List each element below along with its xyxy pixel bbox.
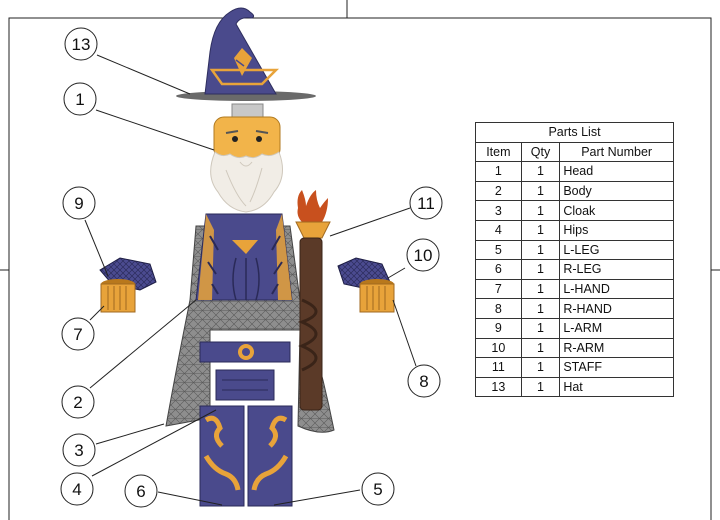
- svg-text:6: 6: [136, 482, 145, 501]
- callout-3: 3: [62, 433, 96, 467]
- column-header-item: Item: [475, 141, 522, 163]
- qty-cell: 1: [520, 298, 561, 319]
- qty-cell: 1: [520, 180, 561, 202]
- part-number-cell: Head: [559, 161, 674, 182]
- item-cell: 6: [475, 259, 522, 280]
- right-hand-part: [359, 279, 395, 313]
- item-cell: 4: [475, 219, 522, 241]
- part-number-cell: L-HAND: [559, 278, 674, 300]
- qty-cell: 1: [520, 337, 561, 359]
- callout-10: 10: [406, 238, 440, 272]
- callout-6: 6: [124, 474, 158, 508]
- item-cell: 2: [475, 180, 522, 202]
- part-number-cell: L-LEG: [559, 239, 674, 261]
- right-leg-part: [247, 405, 293, 507]
- qty-cell: 1: [520, 317, 561, 339]
- callout-7: 7: [61, 317, 95, 351]
- callout-4: 4: [60, 472, 94, 506]
- part-number-cell: Cloak: [559, 200, 674, 221]
- item-cell: 5: [475, 239, 522, 261]
- left-leg-part: [199, 405, 245, 507]
- part-number-cell: R-ARM: [559, 337, 674, 359]
- callout-1: 1: [63, 82, 97, 116]
- item-cell: 8: [475, 298, 522, 319]
- item-cell: 7: [475, 278, 522, 300]
- head-part: [210, 103, 284, 213]
- svg-text:4: 4: [72, 480, 81, 499]
- qty-cell: 1: [520, 219, 561, 241]
- part-number-cell: Body: [559, 180, 674, 202]
- hat-part: [176, 7, 316, 101]
- body-part: [195, 213, 293, 301]
- part-number-cell: STAFF: [559, 357, 674, 378]
- item-cell: 13: [475, 376, 522, 398]
- qty-cell: 1: [520, 200, 561, 221]
- callout-5: 5: [361, 472, 395, 506]
- callout-9: 9: [62, 186, 96, 220]
- parts-list-header-row: Item Qty Part Number: [475, 141, 674, 163]
- callout-11: 11: [409, 186, 443, 220]
- part-number-cell: Hips: [559, 219, 674, 241]
- qty-cell: 1: [520, 357, 561, 378]
- svg-text:5: 5: [373, 480, 382, 499]
- svg-text:1: 1: [75, 90, 84, 109]
- part-number-cell: Hat: [559, 376, 674, 398]
- callout-13: 13: [64, 27, 98, 61]
- svg-text:10: 10: [414, 246, 433, 265]
- column-header-qty: Qty: [520, 141, 561, 163]
- staff-part: [295, 190, 331, 411]
- svg-text:3: 3: [74, 441, 83, 460]
- svg-text:9: 9: [74, 194, 83, 213]
- svg-text:11: 11: [417, 194, 435, 213]
- qty-cell: 1: [520, 376, 561, 398]
- item-cell: 1: [475, 161, 522, 182]
- qty-cell: 1: [520, 239, 561, 261]
- parts-list-title-row: Parts List: [475, 122, 674, 143]
- column-header-part-number: Part Number: [559, 141, 674, 163]
- svg-text:7: 7: [73, 325, 82, 344]
- item-cell: 10: [475, 337, 522, 359]
- qty-cell: 1: [520, 161, 561, 182]
- parts-list-title: Parts List: [475, 122, 674, 143]
- item-cell: 9: [475, 317, 522, 339]
- part-number-cell: L-ARM: [559, 317, 674, 339]
- hips-part: [199, 341, 291, 401]
- svg-text:13: 13: [72, 35, 91, 54]
- callout-8: 8: [407, 364, 441, 398]
- part-number-cell: R-HAND: [559, 298, 674, 319]
- qty-cell: 1: [520, 278, 561, 300]
- leader-lines: [84, 54, 417, 506]
- qty-cell: 1: [520, 259, 561, 280]
- svg-text:2: 2: [73, 393, 82, 412]
- svg-text:8: 8: [419, 372, 428, 391]
- item-cell: 11: [475, 357, 522, 378]
- part-number-cell: R-LEG: [559, 259, 674, 280]
- item-cell: 3: [475, 200, 522, 221]
- left-hand-part: [100, 279, 136, 313]
- callout-2: 2: [61, 385, 95, 419]
